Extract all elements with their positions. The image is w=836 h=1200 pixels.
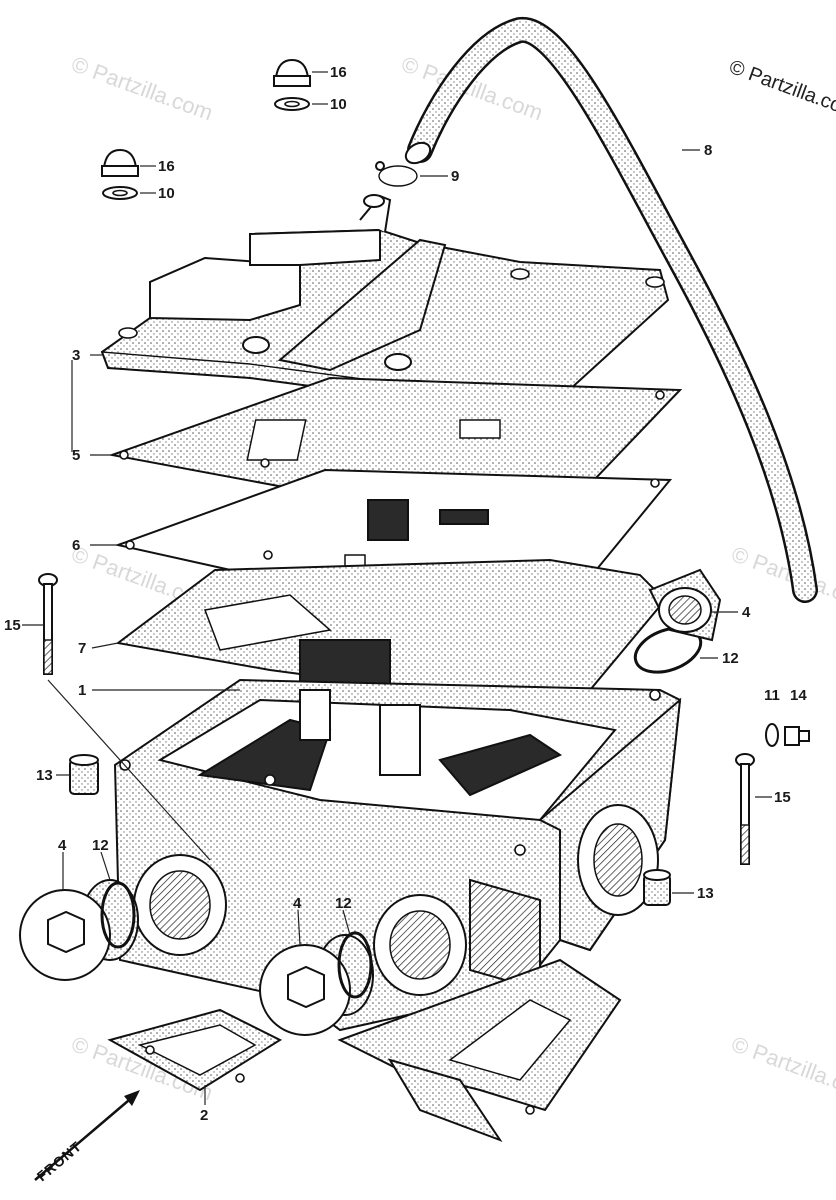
callout-12: 12 xyxy=(722,650,739,667)
leader-lines xyxy=(22,71,772,1105)
head-cover-part-3 xyxy=(100,194,670,414)
callout-15: 15 xyxy=(4,617,21,634)
callout-4: 4 xyxy=(293,895,302,912)
washer-part-10-upper xyxy=(274,97,310,111)
cap-nut-part-16-lower xyxy=(101,148,139,177)
front-direction-arrow: FRONT xyxy=(34,1090,140,1184)
plug-part-4-upper xyxy=(648,568,722,642)
hose-clip-part-9 xyxy=(375,161,418,187)
watermark-text: © Partzilla.com xyxy=(68,51,216,125)
callout-5: 5 xyxy=(72,447,80,464)
gasket-part-2 xyxy=(107,958,622,1143)
callout-13: 13 xyxy=(36,767,53,784)
o-ring-part-12-left xyxy=(100,881,136,949)
watermark-text: © Partzilla.com xyxy=(728,1031,836,1105)
cap-nut-part-16-upper xyxy=(273,58,311,87)
callout-4: 4 xyxy=(58,837,67,854)
callout-6: 6 xyxy=(72,537,80,554)
callout-11: 11 xyxy=(764,687,780,704)
copyright-text: © Partzilla.com xyxy=(726,56,836,123)
callout-8: 8 xyxy=(704,142,712,159)
o-ring-part-12-upper xyxy=(633,626,703,674)
sealing-washer-part-11 xyxy=(765,723,779,747)
bolt-part-14 xyxy=(784,726,810,746)
breather-hose-part-8 xyxy=(404,17,818,603)
callout-12: 12 xyxy=(335,895,352,912)
bolt-part-15-right xyxy=(735,753,755,865)
callout-13: 13 xyxy=(697,885,714,902)
cylinder-head-part-1 xyxy=(113,678,682,1032)
bolt-part-15-left xyxy=(38,573,58,675)
washer-part-10-lower xyxy=(102,186,138,200)
callout-2: 2 xyxy=(200,1107,208,1124)
gasket-part-7 xyxy=(115,558,667,712)
callout-16: 16 xyxy=(158,158,175,175)
callout-3: 3 xyxy=(72,347,80,364)
callout-labels: 16 10 16 10 9 8 3 5 6 15 7 1 4 12 11 14 … xyxy=(4,64,807,1124)
callout-1: 1 xyxy=(78,682,86,699)
callout-9: 9 xyxy=(451,168,459,185)
callout-15: 15 xyxy=(774,789,791,806)
front-label: FRONT xyxy=(34,1138,85,1184)
o-ring-part-12-center xyxy=(337,931,373,999)
callout-4: 4 xyxy=(742,604,751,621)
callout-16: 16 xyxy=(330,64,347,81)
dowel-pin-part-13-right xyxy=(643,869,671,906)
callout-10: 10 xyxy=(158,185,175,202)
callout-14: 14 xyxy=(790,687,807,704)
callout-12: 12 xyxy=(92,837,109,854)
callout-10: 10 xyxy=(330,96,347,113)
plug-part-4-center xyxy=(259,934,374,1036)
gasket-part-5 xyxy=(108,376,683,505)
callout-7: 7 xyxy=(78,640,86,657)
dowel-pin-part-13-left xyxy=(69,754,99,795)
plug-part-4-left xyxy=(19,879,139,981)
